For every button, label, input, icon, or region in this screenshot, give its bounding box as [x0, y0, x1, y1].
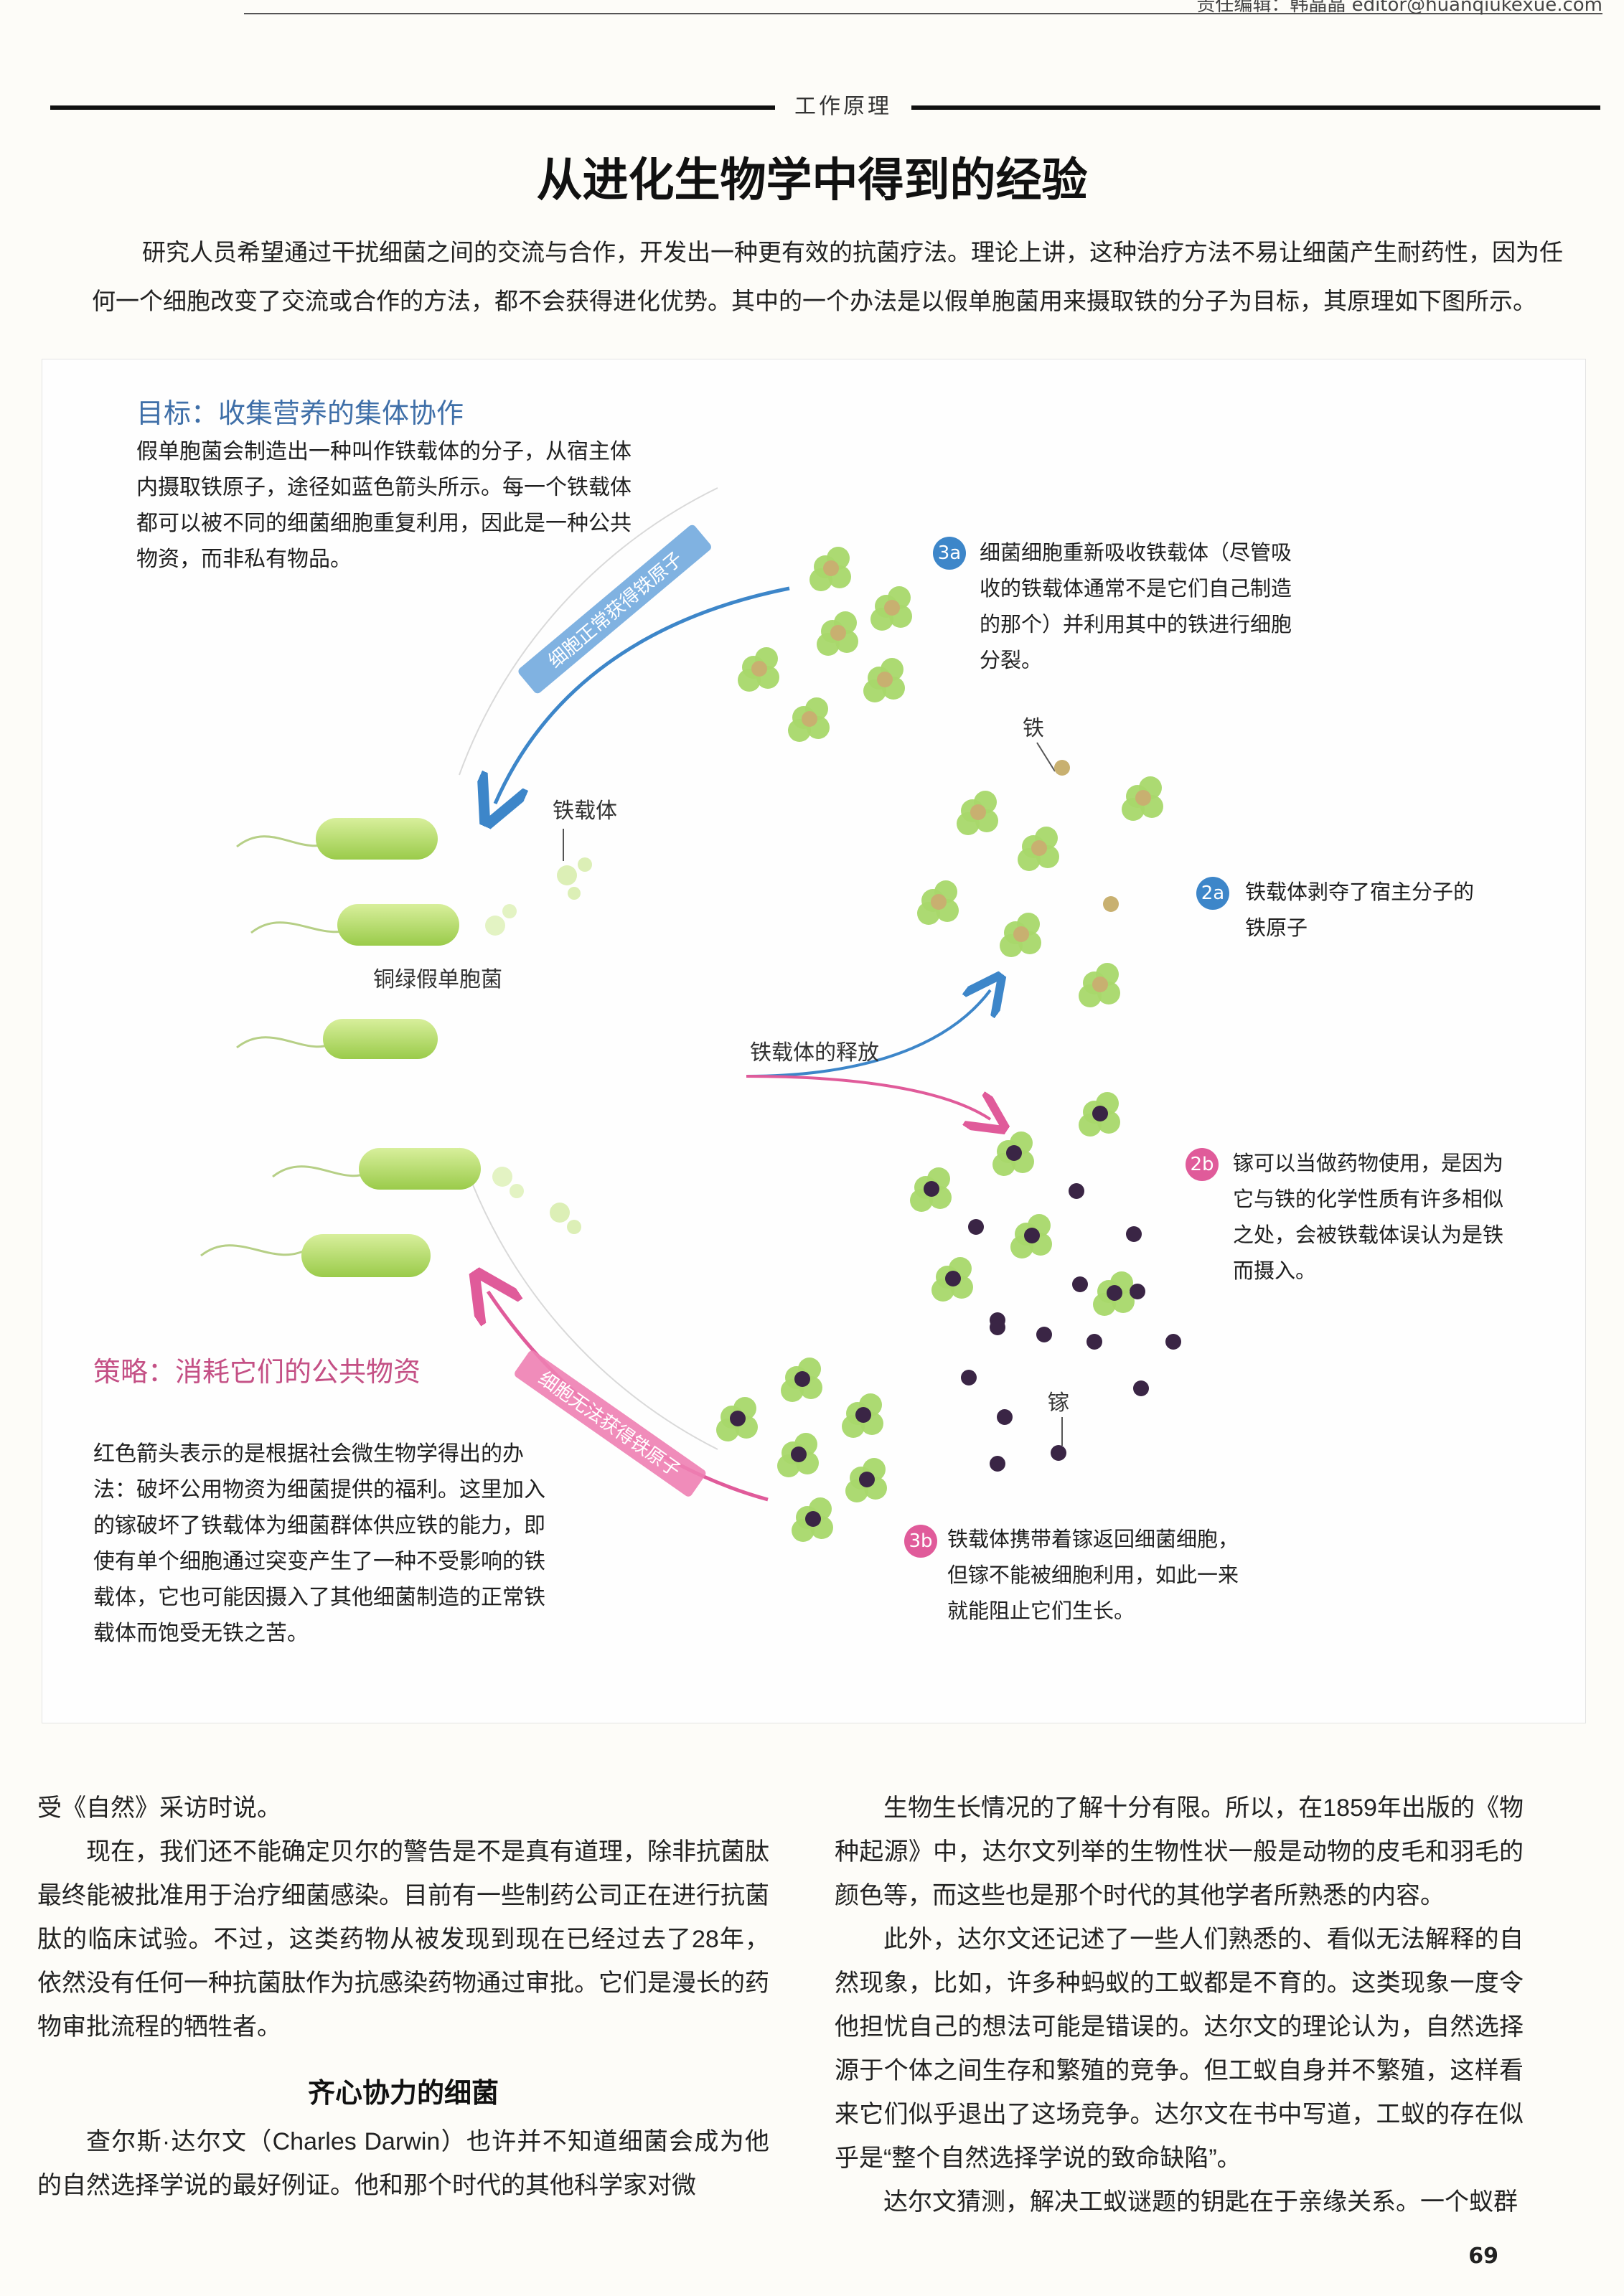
- free-gallium-atoms: [961, 1183, 1181, 1472]
- release-label: 铁载体的释放: [750, 1040, 879, 1065]
- siderophore-molecule: [931, 1257, 973, 1302]
- gallium-atom: [1072, 1276, 1088, 1292]
- cycle-outline-upper: [459, 487, 718, 776]
- siderophore-molecule: [777, 1433, 819, 1477]
- gallium-atom: [990, 1319, 1005, 1335]
- siderophores-2b: [910, 1092, 1135, 1316]
- gallium-atom: [1069, 1183, 1084, 1199]
- siderophore-molecule: [842, 1393, 883, 1438]
- step-3b-badge: 3b: [904, 1525, 937, 1558]
- article-title: 从进化生物学中得到的经验: [536, 154, 1088, 207]
- section-rule-right: [911, 105, 1600, 110]
- section-rule-left: [50, 105, 775, 110]
- bacteria-label: 铜绿假单胞菌: [373, 967, 502, 992]
- gallium-atom: [997, 1409, 1013, 1425]
- step-2a-text: 铁载体剥夺了宿主分子的铁原子: [1245, 880, 1475, 940]
- step-2b-text: 镓可以当做药物使用，是因为它与铁的化学性质有许多相似之处，会被铁载体误认为是铁而…: [1233, 1151, 1504, 1283]
- siderophore-label: 铁载体: [553, 799, 617, 824]
- gallium-atom: [1133, 1380, 1149, 1396]
- top-running-strip: 责任编辑：韩晶晶 editor@huanqiukexue.com: [0, 0, 1624, 16]
- step-3a-text: 细菌细胞重新吸收铁载体（尽管吸收的铁载体通常不是它们自己制造的那个）并利用其中的…: [980, 540, 1292, 672]
- siderophore-molecule: [1093, 1271, 1135, 1316]
- siderophore-molecule: [917, 880, 959, 925]
- gallium-atom: [1036, 1327, 1052, 1342]
- gallium-atom: [990, 1456, 1005, 1472]
- siderophore-molecule: [738, 647, 779, 692]
- goal-heading: 目标：收集营养的集体协作: [136, 397, 464, 429]
- siderophores-2a: [917, 776, 1163, 1007]
- left-paragraph-1: 受《自然》采访时说。: [37, 1794, 281, 1822]
- iron-atom: [1054, 760, 1070, 776]
- section-subheading: 齐心协力的细菌: [307, 2079, 499, 2109]
- step-2a-badge: 2a: [1196, 877, 1229, 910]
- bacterium-cell: [236, 818, 438, 860]
- section-label: 工作原理: [794, 94, 892, 119]
- siderophores-3a: [738, 547, 912, 742]
- bacteria-group: [200, 818, 592, 1277]
- siderophore-molecule: [863, 658, 905, 702]
- step-3b-text: 铁载体携带着镓返回细菌细胞，但镓不能被细胞利用，如此一来就能阻止它们生长。: [947, 1527, 1239, 1623]
- siderophore-molecule: [716, 1397, 758, 1441]
- iron-pointer: [1036, 742, 1056, 772]
- siderophore-molecule: [992, 1131, 1034, 1176]
- bacterium-cell: [250, 904, 517, 946]
- siderophore-molecule: [910, 1167, 952, 1212]
- siderophore-molecule: [1122, 776, 1163, 821]
- bacterium-cell: [200, 1234, 431, 1277]
- gallium-atom: [1051, 1445, 1066, 1461]
- siderophore-molecule: [957, 791, 998, 835]
- step-3a-badge: 3a: [933, 537, 966, 570]
- left-paragraph-3: 查尔斯·达尔文（Charles Darwin）也许并不知道细菌会成为他的自然选择…: [37, 2128, 769, 2199]
- goal-text: 假单胞菌会制造出一种叫作铁载体的分子，从宿主体内摄取铁原子，途径如蓝色箭头所示。…: [136, 439, 632, 572]
- gallium-atom: [1165, 1334, 1181, 1350]
- siderophore-molecule: [1079, 963, 1120, 1007]
- cycle-outline-lower: [459, 1147, 718, 1450]
- siderophore-molecule: [1000, 913, 1041, 957]
- siderophore-release-puffs: [550, 857, 592, 1234]
- left-paragraph-2: 现在，我们还不能确定贝尔的警告是不是真有道理，除非抗菌肽最终能被批准用于治疗细菌…: [37, 1838, 769, 2041]
- release-arrow-blue: [746, 990, 990, 1078]
- mechanism-diagram: 细胞正常获得铁原子 细胞无法获得铁原子: [200, 487, 1181, 1542]
- iron-label: 铁: [1023, 716, 1044, 741]
- release-arrow-pink: [746, 1075, 990, 1119]
- siderophore-molecule: [1079, 1092, 1120, 1137]
- right-paragraph-2: 此外，达尔文还记述了一些人们熟悉的、看似无法解释的自然现象，比如，许多种蚂蚁的工…: [835, 1926, 1524, 2172]
- gallium-atom: [961, 1370, 977, 1385]
- right-paragraph-1: 生物生长情况的了解十分有限。所以，在1859年出版的《物种起源》中，达尔文列举的…: [835, 1794, 1524, 1909]
- intro-paragraph: 研究人员希望通过干扰细菌之间的交流与合作，开发出一种更有效的抗菌疗法。理论上讲，…: [92, 238, 1563, 315]
- bacterium-cell: [272, 1148, 524, 1198]
- step-2b-badge: 2b: [1186, 1148, 1219, 1181]
- strategy-heading: 策略：消耗它们的公共物资: [93, 1356, 421, 1388]
- siderophore-molecule: [1018, 827, 1059, 871]
- siderophore-molecule: [870, 586, 912, 631]
- blue-arrow-reabsorb: [495, 586, 790, 804]
- right-paragraph-3: 达尔文猜测，解决工蚁谜题的钥匙在于亲缘关系。一个蚁群: [883, 2188, 1518, 2216]
- bacterium-cell: [236, 1019, 438, 1059]
- siderophore-molecule: [809, 547, 851, 591]
- siderophore-molecule: [1010, 1214, 1052, 1258]
- siderophore-molecule: [781, 1358, 822, 1402]
- siderophore-molecule: [792, 1497, 833, 1542]
- iron-atom: [1103, 896, 1119, 912]
- gallium-label: 镓: [1048, 1391, 1069, 1416]
- siderophore-molecule: [817, 611, 858, 656]
- gallium-atom: [1086, 1334, 1102, 1350]
- siderophores-3b: [716, 1358, 887, 1542]
- siderophore-molecule: [845, 1458, 887, 1502]
- strategy-text: 红色箭头表示的是根据社会微生物学得出的办法：破坏公用物资为细菌提供的福利。这里加…: [93, 1441, 545, 1646]
- gallium-atom: [968, 1219, 984, 1235]
- column-right: 生物生长情况的了解十分有限。所以，在1859年出版的《物种起源》中，达尔文列举的…: [835, 1787, 1524, 2224]
- gallium-atom: [1130, 1284, 1145, 1299]
- page-number: 69: [1468, 2244, 1498, 2269]
- pink-arrow-label: 细胞无法获得铁原子: [535, 1368, 685, 1482]
- column-left: 受《自然》采访时说。 现在，我们还不能确定贝尔的警告是不是真有道理，除非抗菌肽最…: [37, 1787, 769, 2208]
- free-iron-atoms: [1054, 760, 1119, 912]
- siderophore-molecule: [788, 697, 830, 742]
- gallium-atom: [1126, 1226, 1142, 1242]
- editor-credit: 责任编辑：韩晶晶 editor@huanqiukexue.com: [1196, 0, 1602, 16]
